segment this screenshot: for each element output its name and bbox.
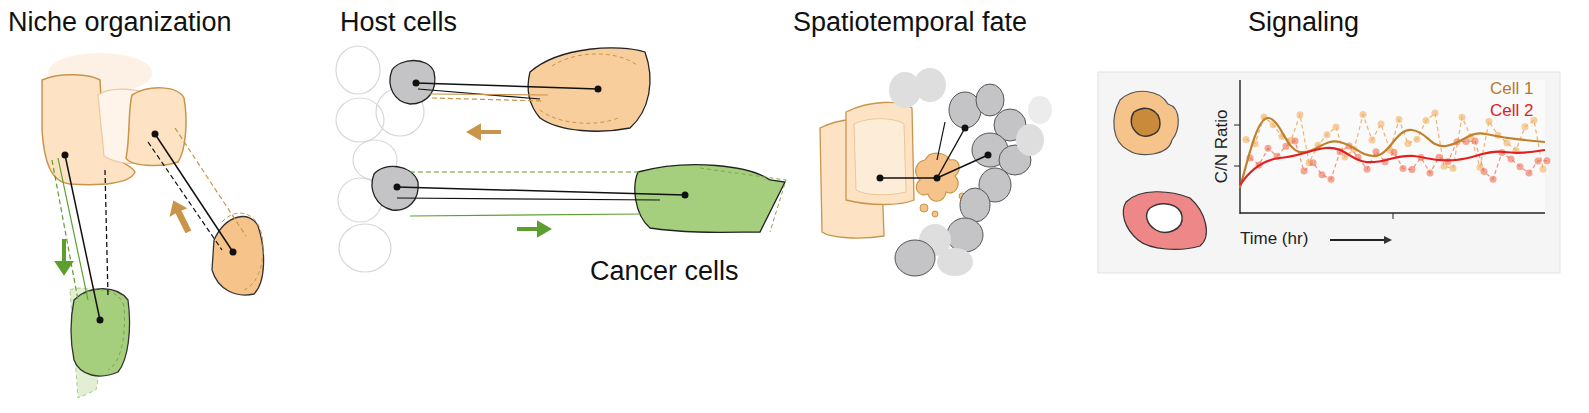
data-point [1481,168,1488,175]
series-label: Cell 1 [1490,80,1533,99]
cancer-cell [528,48,650,131]
data-point [1396,116,1403,123]
data-point [1378,121,1385,128]
axis-label: C/N Ratio [1213,109,1232,183]
panel-title: Niche organization [8,8,232,38]
data-point [1540,166,1547,173]
data-point [1526,169,1533,176]
cell-outline [80,290,124,370]
data-point [1535,157,1542,164]
data-point [1297,111,1304,118]
cancer-cell [71,289,130,376]
data-point [1522,123,1529,130]
cell2-curve [1240,148,1545,185]
cell-outline [222,213,263,290]
panel-title: Signaling [1248,8,1359,38]
data-point [1450,165,1457,172]
signaling-panel [1098,72,1560,273]
data-point [1328,176,1335,183]
cell-icon [1123,192,1206,250]
direction-arrow [56,240,72,274]
host-cell [390,61,435,105]
data-point [1517,163,1524,170]
direction-arrow [468,125,500,139]
time-arrow [1330,239,1388,241]
data-point [1360,111,1367,118]
data-point [1544,157,1551,164]
direction-arrow [171,202,190,232]
data-point [1508,156,1515,163]
data-point [1409,166,1416,173]
data-point [1319,171,1326,178]
data-point [1427,169,1434,176]
data-point [1324,131,1331,138]
series-label: Cell 2 [1490,102,1533,121]
tissue-cell [126,88,186,166]
data-point [1333,124,1340,131]
data-point [1472,137,1479,144]
data-point [1432,110,1439,117]
host-panel [336,46,786,272]
panel-title: Host cells [340,8,457,38]
data-point [1459,114,1466,121]
cancer-cell [635,165,785,233]
host-cell [372,166,418,210]
data-trace [1250,141,1547,179]
cell1-curve [1240,118,1545,188]
data-point [1265,145,1272,152]
data-point [1423,117,1430,124]
axis-label: Time (hr) [1240,230,1308,249]
data-point [1400,165,1407,172]
data-point [1414,136,1421,143]
data-point [1364,166,1371,173]
data-point [1310,159,1317,166]
data-point [1243,136,1250,143]
panel-title: Spatiotemporal fate [793,8,1027,38]
cell-icon [1114,91,1178,154]
data-point [1301,168,1308,175]
data-point [1369,136,1376,143]
cancer-cell [212,217,264,295]
data-point [1504,140,1511,147]
group-label: Cancer cells [590,257,739,287]
data-point [1445,158,1452,165]
data-point [1292,138,1299,145]
niche-panel [42,53,264,398]
data-point [1391,149,1398,156]
data-point [1490,176,1497,183]
data-point [1405,140,1412,147]
chart-panel [1098,72,1560,273]
direction-arrow [518,222,550,236]
fate-panel [820,68,1052,276]
